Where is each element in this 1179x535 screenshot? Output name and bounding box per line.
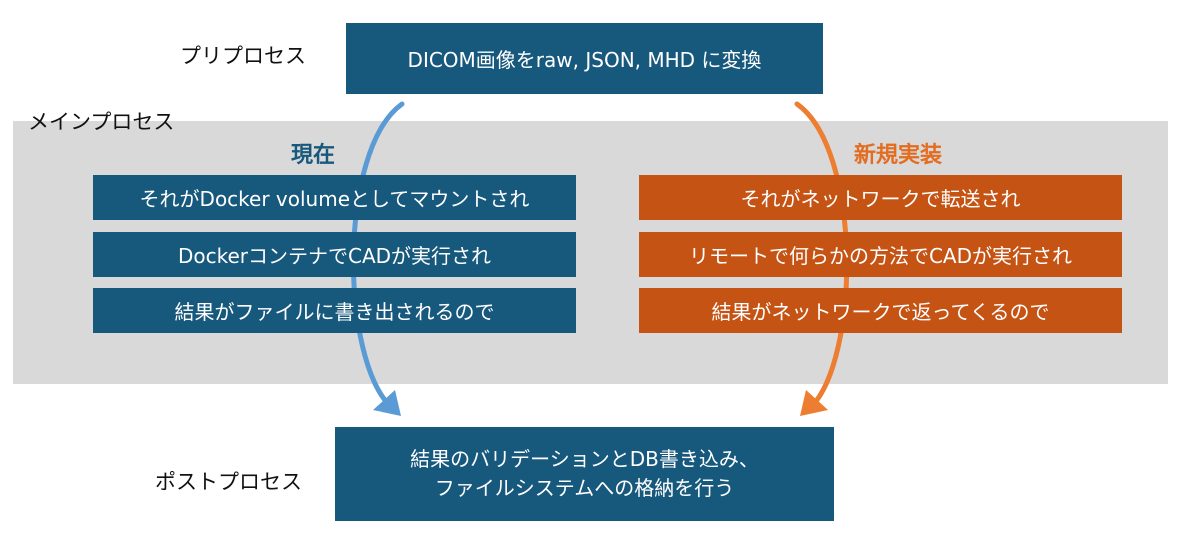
new-step-3-text: 結果がネットワークで返ってくるので: [711, 300, 1050, 324]
current-step-1-text: それがDocker volumeとしてマウントされ: [139, 187, 530, 211]
current-step-3-text: 結果がファイルに書き出されるので: [174, 300, 495, 324]
preprocess-label: プリプロセス: [180, 44, 306, 68]
current-step-2-text: DockerコンテナでCADが実行され: [177, 244, 492, 268]
postprocess-box-line1: 結果のバリデーションとDB書き込み、: [410, 447, 759, 471]
new-flow-arrowhead: [800, 390, 828, 416]
mainprocess-label: メインプロセス: [28, 110, 175, 134]
current-flow-arrowhead: [373, 390, 401, 416]
new-step-1: それがネットワークで転送され: [639, 175, 1122, 220]
new-step-1-text: それがネットワークで転送され: [740, 187, 1021, 211]
new-step-3: 結果がネットワークで返ってくるので: [639, 288, 1122, 333]
postprocess-box: 結果のバリデーションとDB書き込み、 ファイルシステムへの格納を行う: [335, 427, 834, 521]
new-title: 新規実装: [854, 143, 943, 168]
new-step-2-text: リモートで何らかの方法でCADが実行され: [688, 244, 1073, 268]
current-title: 現在: [291, 143, 336, 168]
postprocess-label: ポストプロセス: [155, 470, 302, 494]
new-step-2: リモートで何らかの方法でCADが実行され: [639, 232, 1122, 277]
postprocess-box-line2: ファイルシステムへの格納を行う: [434, 476, 735, 500]
current-step-1: それがDocker volumeとしてマウントされ: [93, 175, 576, 220]
preprocess-box: DICOM画像をraw, JSON, MHD に変換: [346, 23, 823, 94]
current-step-3: 結果がファイルに書き出されるので: [93, 288, 576, 333]
current-step-2: DockerコンテナでCADが実行され: [93, 232, 576, 277]
preprocess-box-text: DICOM画像をraw, JSON, MHD に変換: [407, 48, 762, 72]
